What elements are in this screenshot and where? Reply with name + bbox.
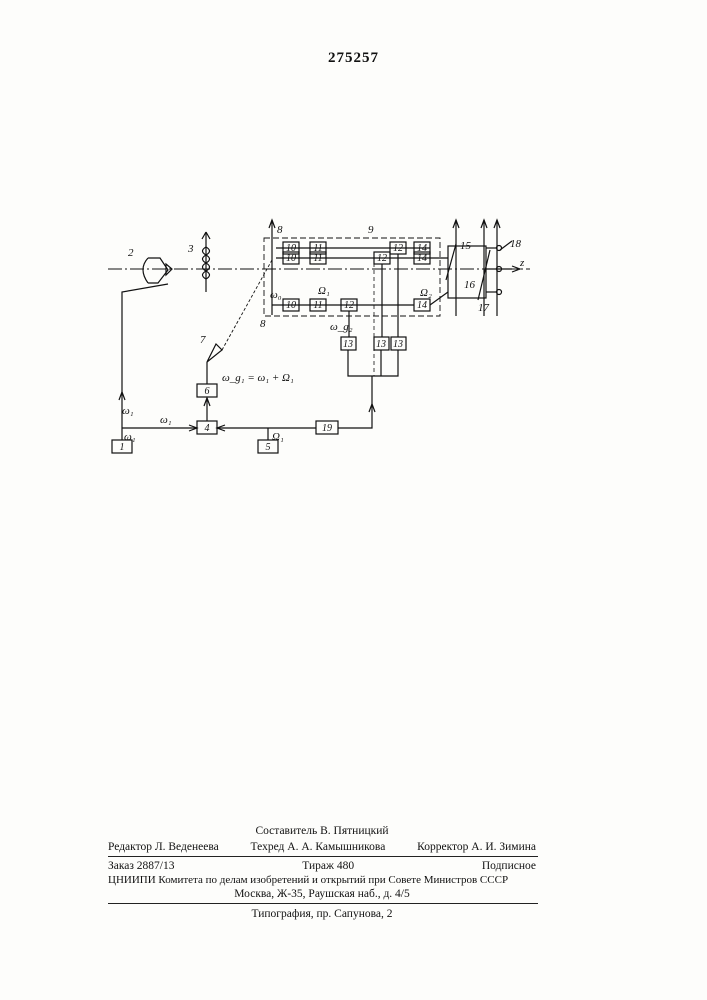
circulation: Тираж 480 — [302, 860, 354, 872]
label-8: 8 — [277, 224, 283, 236]
block-14b-label: 14 — [417, 253, 427, 264]
block-4-label: 4 — [205, 423, 210, 434]
block-6: 6 — [197, 384, 217, 397]
block-10c-label: 10 — [286, 300, 296, 311]
label-15: 15 — [460, 240, 472, 252]
label-omega2-row: Ω₂ — [420, 287, 432, 299]
label-w1-vert: ω₁ — [122, 405, 134, 417]
block-13a: 13 — [341, 337, 356, 350]
beam-7 — [222, 260, 272, 350]
compiler-line: Составитель В. Пятницкий — [108, 825, 536, 837]
subscription: Подписное — [482, 860, 536, 872]
block-14c: 14 — [414, 299, 430, 311]
block-10b-label: 10 — [286, 253, 296, 264]
block-13b-label: 13 — [376, 339, 386, 350]
label-17: 17 — [478, 302, 490, 314]
horn-7 — [207, 344, 222, 362]
label-9: 9 — [368, 224, 374, 236]
order-row: Заказ 2887/13 Тираж 480 Подписное — [108, 860, 536, 872]
block-1-label: 1 — [120, 442, 125, 453]
divider-bottom — [108, 903, 538, 904]
block-14c-label: 14 — [417, 300, 427, 311]
order-number: Заказ 2887/13 — [108, 860, 175, 872]
label-w1-horiz: ω₁ — [160, 414, 172, 426]
lens-3: 3 — [187, 232, 210, 292]
label-7: 7 — [200, 334, 206, 346]
block-4: 4 — [197, 421, 217, 434]
label-omega1-row: Ω₁ — [318, 285, 330, 297]
block-12b-label: 12 — [377, 253, 387, 264]
block-11b-label: 11 — [313, 253, 322, 264]
label-z: z — [519, 257, 525, 269]
editor-credit: Редактор Л. Веденеева — [108, 841, 219, 853]
corrector-credit: Корректор А. И. Зимина — [417, 841, 536, 853]
label-2: 2 — [128, 247, 134, 259]
printer-line: Типография, пр. Сапунова, 2 — [108, 908, 536, 920]
label-8b: 8 — [260, 318, 266, 330]
channel-row-b: 10 11 12 14 — [276, 252, 430, 264]
label-3: 3 — [187, 243, 194, 255]
techred-credit: Техред А. А. Камышникова — [251, 841, 386, 853]
block-11c-label: 11 — [313, 300, 322, 311]
block-13c: 13 — [391, 337, 406, 350]
block-6-label: 6 — [205, 386, 210, 397]
channel-row-c: 10 11 12 14 Ω₁ Ω₂ — [272, 285, 432, 311]
organization-line: ЦНИИПИ Комитета по делам изобретений и о… — [108, 874, 536, 886]
block-5-label: 5 — [266, 442, 271, 453]
label-wg1-eq: ω_g₁ = ω₁ + Ω₁ — [222, 372, 294, 384]
antenna-dish-2: 2 — [128, 247, 172, 283]
wire-13-merge — [348, 350, 398, 376]
label-wo: ω₀ — [270, 289, 282, 301]
label-16: 16 — [464, 279, 476, 291]
label-wg2: ω_g₂ — [330, 321, 353, 333]
divider-top — [108, 856, 538, 857]
block-19: 19 — [316, 421, 338, 434]
credits-row: Редактор Л. Веденеева Техред А. А. Камыш… — [108, 841, 536, 853]
label-w1-bottom: ω₁ — [124, 431, 136, 443]
block-19-label: 19 — [322, 423, 332, 434]
label-18: 18 — [510, 238, 522, 250]
wire-19-up — [338, 404, 372, 428]
block-13b: 13 — [374, 337, 389, 350]
block-13a-label: 13 — [343, 339, 353, 350]
output-section: 15 16 17 18 z — [430, 220, 525, 316]
block-13c-label: 13 — [393, 339, 403, 350]
block-12a-label: 12 — [393, 243, 403, 254]
address-line: Москва, Ж-35, Раушская наб., д. 4/5 — [108, 888, 536, 900]
block-12c-label: 12 — [344, 300, 354, 311]
